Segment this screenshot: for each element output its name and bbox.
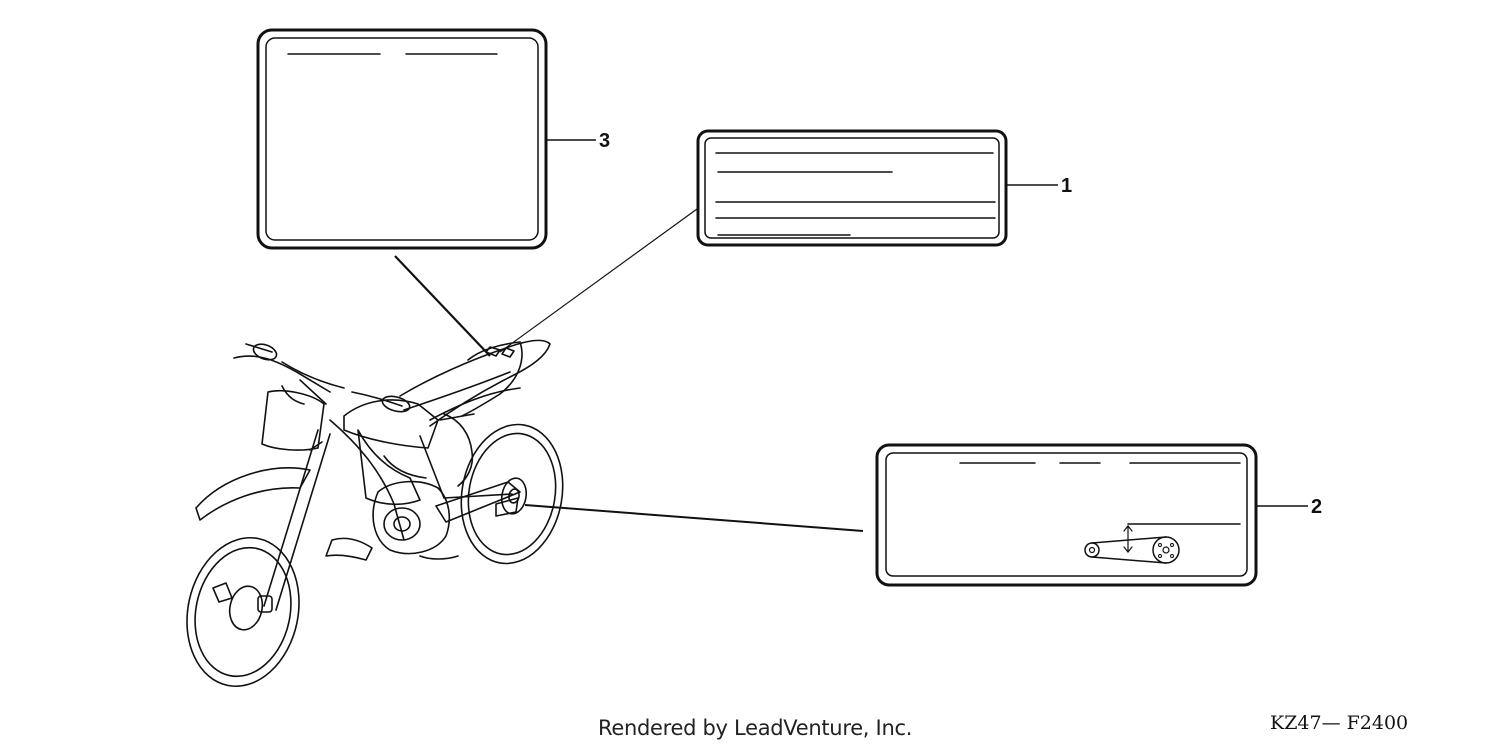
label-3-drawing[interactable] [256, 28, 548, 250]
footer-credit: Rendered by LeadVenture, Inc. [598, 716, 913, 740]
callout-3: 3 [599, 130, 610, 152]
diagram-code: KZ47— F2400 [1270, 712, 1409, 734]
callout-1: 1 [1061, 175, 1072, 197]
motorcycle-drawing [186, 339, 564, 688]
callout-2: 2 [1311, 496, 1322, 518]
label-2-drawing[interactable] [875, 443, 1258, 587]
label-leader-lines [394, 208, 864, 532]
label-1-drawing[interactable] [696, 129, 1008, 247]
